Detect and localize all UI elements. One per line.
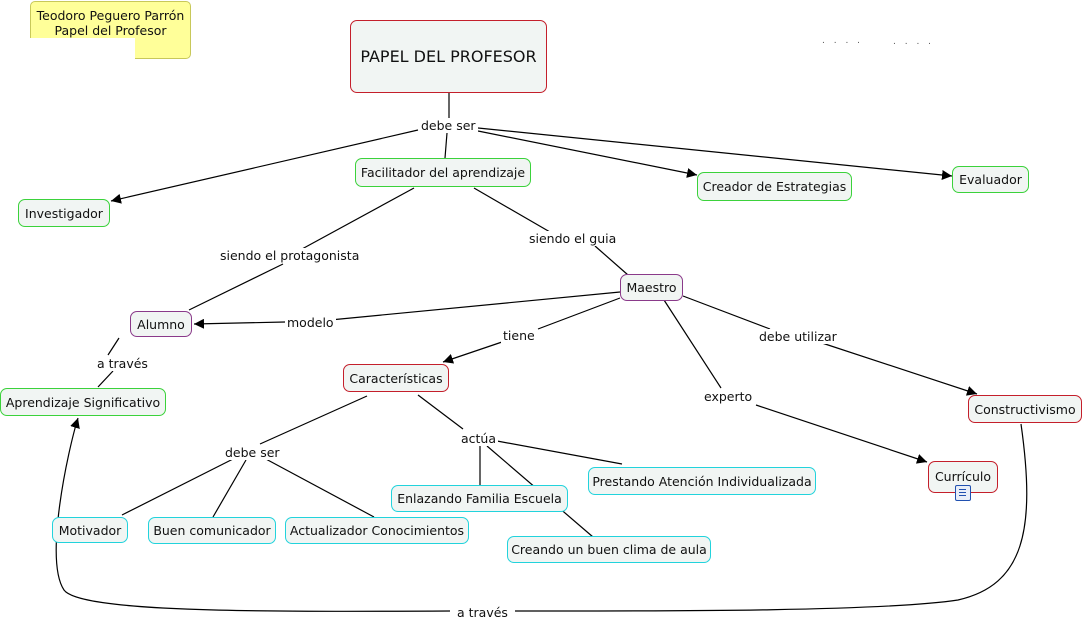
link-label-tiene[interactable]: tiene [501,328,537,343]
link-tiene-caracteristicas [442,341,503,364]
link-caracteristicas-debe-ser [259,395,368,445]
concept-facilitador[interactable]: Facilitador del aprendizaje [355,158,531,187]
concept-motivador[interactable]: Motivador [52,517,128,543]
link-a-traves-aprendizaje-significativo [55,417,451,612]
link-alumno-a-traves [107,337,120,356]
link-modelo-alumno [193,318,286,329]
link-facilitador-protagonista [301,187,415,250]
link-debe-utilizar-constructivismo [821,342,978,396]
decorative-dots: . . . . [893,37,935,47]
link-label-siendo-el-protagonista[interactable]: siendo el protagonista [218,248,362,263]
note-line-2: Papel del Profesor [54,23,167,38]
link-label-debe-ser-2[interactable]: debe ser [223,445,282,460]
link-debe-ser-evaluador [477,127,953,180]
concept-aprendizaje-significativo[interactable]: Aprendizaje Significativo [0,388,166,416]
link-debe-ser-motivador [121,457,236,516]
concept-caracteristicas[interactable]: Características [343,364,449,392]
link-debe-ser-investigador [110,129,419,204]
concept-maestro[interactable]: Maestro [620,274,683,301]
link-guia-maestro [594,245,629,276]
link-label-debe-ser[interactable]: debe ser [419,118,478,133]
note-line-1: Teodoro Peguero Parrón [36,8,185,23]
link-maestro-debe-utilizar [682,295,771,330]
link-protagonista-alumno [188,263,284,311]
link-constructivismo-a-traves [514,423,1028,612]
link-debe-ser-facilitador [444,132,448,159]
link-actua-prestando [496,440,623,465]
concept-creador-de-estrategias[interactable]: Creador de Estrategias [697,172,852,201]
link-debe-ser-comunicador [212,459,247,518]
note-occluder [30,38,135,60]
link-label-debe-utilizar[interactable]: debe utilizar [757,329,839,344]
link-label-experto[interactable]: experto [702,389,755,404]
link-maestro-modelo [329,291,621,321]
concept-evaluador[interactable]: Evaluador [952,166,1029,193]
concept-prestando-atencion[interactable]: Prestando Atención Individualizada [588,467,816,495]
link-label-a-traves-2[interactable]: a través [455,605,510,620]
decorative-dots: . . . . [822,36,864,46]
concept-buen-comunicador[interactable]: Buen comunicador [148,517,276,544]
link-maestro-experto [663,299,722,389]
concept-constructivismo[interactable]: Constructivismo [968,395,1082,423]
link-label-modelo[interactable]: modelo [285,315,336,330]
link-caracteristicas-actua [417,394,464,430]
link-debe-ser-creador [477,130,698,178]
link-a-traves-aprendizaje [97,370,114,388]
link-maestro-tiene [537,297,621,330]
concept-investigador[interactable]: Investigador [18,199,110,227]
concept-enlazando-familia-escuela[interactable]: Enlazando Familia Escuela [391,485,568,512]
link-facilitador-guia [473,187,551,233]
link-label-a-traves[interactable]: a través [95,356,150,371]
link-debe-ser-actualizador [263,457,375,518]
link-experto-curriculo [755,404,928,464]
concept-alumno[interactable]: Alumno [130,311,192,337]
concept-actualizador-conocimientos[interactable]: Actualizador Conocimientos [285,517,469,544]
concept-creando-clima-de-aula[interactable]: Creando un buen clima de aula [507,536,711,563]
document-icon[interactable] [955,485,971,501]
concept-papel-del-profesor[interactable]: PAPEL DEL PROFESOR [350,20,547,93]
link-label-actua[interactable]: actúa [459,431,499,446]
link-label-siendo-el-guia[interactable]: siendo el guia [527,231,619,246]
